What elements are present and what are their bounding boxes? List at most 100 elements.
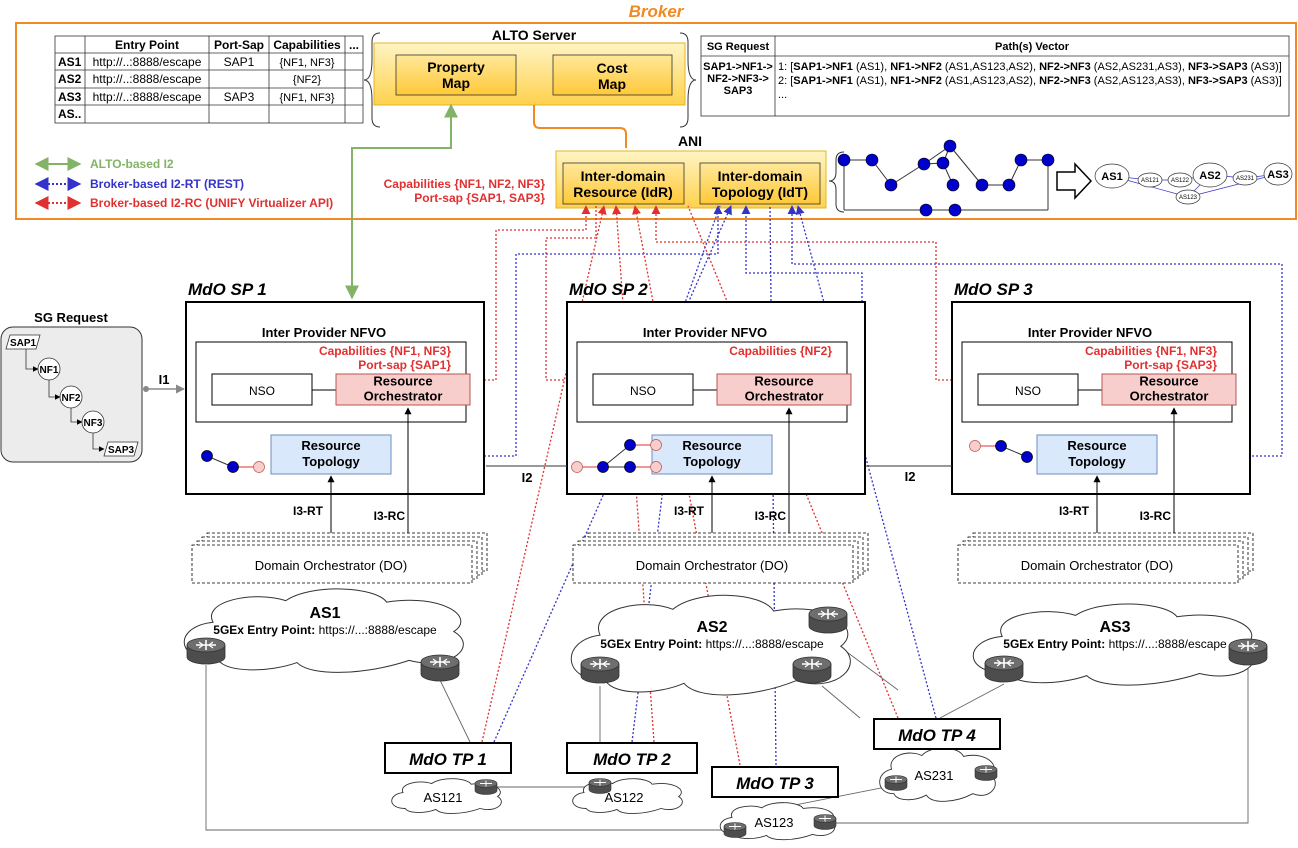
- entry-table-url: http://..:8888/escape: [93, 90, 202, 104]
- sg-node-nf: NF2: [62, 393, 81, 404]
- tp-title: MdO TP 2: [593, 750, 671, 769]
- cloud-entry-point: 5GEx Entry Point: https://...:8888/escap…: [213, 623, 437, 637]
- cloud-name: AS3: [1099, 619, 1130, 636]
- cloud-entry-point: 5GEx Entry Point: https://...:8888/escap…: [600, 637, 824, 651]
- sg-node-sap1: SAP1: [10, 338, 37, 349]
- cloud-entry-point: 5GEx Entry Point: https://...:8888/escap…: [1003, 637, 1227, 651]
- legend: ALTO-based I2 Broker-based I2-RT (REST) …: [34, 157, 333, 210]
- entry-table-url: http://..:8888/escape: [93, 55, 202, 69]
- mdo-title: MdO SP 2: [569, 280, 648, 299]
- router-icon: [186, 637, 226, 665]
- topology-node: [936, 156, 950, 170]
- router-icon: [813, 814, 837, 830]
- entry-table-header: ...: [349, 38, 359, 52]
- as-graph-label: AS123: [1179, 195, 1198, 201]
- ani-capabilities: Capabilities {NF1, NF2, NF3}: [384, 177, 546, 191]
- as-graph-node: [1094, 163, 1130, 189]
- topology-node: [943, 139, 957, 153]
- entry-table-as: AS1: [58, 55, 82, 69]
- nso-label: NSO: [1015, 384, 1041, 398]
- alto-ani-connector: [533, 105, 627, 148]
- i3-rc-label: I3-RC: [1140, 509, 1172, 523]
- entry-table-port: SAP1: [224, 55, 255, 69]
- alto-server-title: ALTO Server: [492, 27, 577, 43]
- i2-label-1: I2: [522, 470, 533, 485]
- i1-label: I1: [159, 372, 170, 387]
- router-icon: [1228, 638, 1268, 666]
- as-graph-label: AS122: [1171, 178, 1190, 184]
- as-graph-node: [1192, 162, 1228, 188]
- as-graph-label: AS1: [1101, 171, 1122, 183]
- topology-node: [975, 178, 989, 192]
- cost-map-box: [552, 54, 673, 96]
- mdo-topology-node: [571, 461, 583, 473]
- topology-node: [948, 203, 962, 217]
- small-cloud-label: AS122: [604, 790, 643, 805]
- cloud-as123: AS123: [719, 802, 837, 841]
- router-icon: [474, 779, 498, 795]
- mdo-topology-node: [597, 461, 609, 473]
- router-icon: [974, 765, 998, 781]
- mdo-tp-4: MdO TP 4: [873, 718, 1001, 750]
- mdo-capabilities: Port-sap {SAP3}: [1124, 358, 1217, 372]
- sg-table-request: NF2->NF3->: [707, 73, 769, 85]
- ani-title: ANI: [678, 133, 702, 149]
- nso-label: NSO: [249, 384, 275, 398]
- cloud-name: AS2: [696, 619, 727, 636]
- topology-node: [1041, 153, 1055, 167]
- topology-node: [1014, 153, 1028, 167]
- sg-table-path: 1: [SAP1->NF1 (AS1), NF1->NF2 (AS1,AS123…: [778, 61, 1282, 73]
- property-map-box: [395, 54, 517, 96]
- sg-request-title: SG Request: [34, 310, 108, 325]
- legend-alto-label: ALTO-based I2: [90, 157, 174, 171]
- entry-table-as: AS3: [58, 90, 82, 104]
- mdo-capabilities: Port-sap {SAP1}: [358, 358, 451, 372]
- router-icon: [580, 656, 620, 684]
- sg-table-header-left: SG Request: [707, 41, 770, 53]
- mdo-topology-node: [969, 440, 981, 452]
- as-graph-label: AS3: [1267, 169, 1288, 181]
- domain-orchestrator-label: Domain Orchestrator (DO): [255, 558, 407, 573]
- topology-node: [917, 157, 931, 171]
- entry-table-cap: {NF2}: [293, 74, 321, 86]
- as-graph-node: [1263, 162, 1293, 186]
- nfvo-label: Inter Provider NFVO: [643, 325, 767, 340]
- sg-table-path: 2: [SAP1->NF1 (AS1), NF1->NF2 (AS1,AS123…: [778, 75, 1282, 87]
- legend-rc-label: Broker-based I2-RC (UNIFY Virtualizer AP…: [90, 196, 333, 210]
- topology-node: [884, 178, 898, 192]
- idr-box: [562, 162, 685, 205]
- nfvo-label: Inter Provider NFVO: [1028, 325, 1152, 340]
- router-icon: [792, 656, 832, 684]
- ani-port-sap: Port-sap {SAP1, SAP3}: [414, 191, 545, 205]
- broker-title: Broker: [629, 2, 685, 21]
- mdo-capabilities: Capabilities {NF1, NF3}: [319, 344, 451, 358]
- router-icon: [420, 654, 460, 682]
- sg-node-sap3: SAP3: [108, 445, 135, 456]
- cloud-name: AS1: [309, 605, 340, 622]
- i3-rc-label: I3-RC: [755, 509, 787, 523]
- domain-orchestrator-label: Domain Orchestrator (DO): [636, 558, 788, 573]
- entry-table-as: AS..: [58, 107, 81, 121]
- as-graph-node: [1232, 170, 1258, 186]
- tp-title: MdO TP 1: [409, 750, 487, 769]
- i3-rt-label: I3-RT: [674, 504, 705, 518]
- cloud-as122: AS122: [572, 778, 683, 814]
- router-icon: [808, 606, 848, 634]
- nso-label: NSO: [630, 384, 656, 398]
- sg-table-path: ...: [778, 89, 787, 101]
- sg-node-nf: NF1: [40, 365, 59, 376]
- cloud-as121: AS121: [391, 778, 502, 814]
- legend-rt-label: Broker-based I2-RT (REST): [90, 177, 244, 191]
- mdo-topology-node: [995, 440, 1007, 452]
- tp-title: MdO TP 3: [736, 774, 814, 793]
